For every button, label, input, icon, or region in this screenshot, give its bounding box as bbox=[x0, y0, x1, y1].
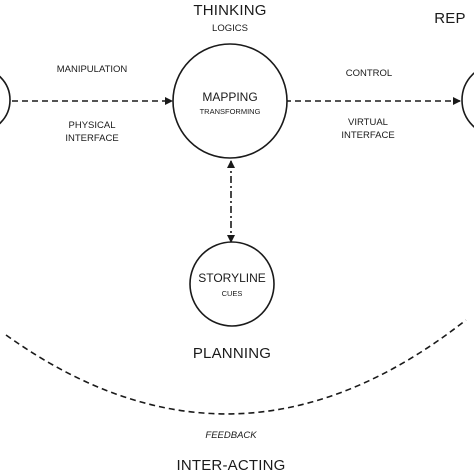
control-label: CONTROL bbox=[346, 68, 392, 79]
virtual-label: VIRTUAL bbox=[348, 117, 388, 128]
mapping-subtitle: TRANSFORMING bbox=[200, 107, 261, 116]
inter-acting-label: INTER-ACTING bbox=[176, 457, 285, 474]
storyline-subtitle: CUES bbox=[222, 289, 243, 298]
thinking-label: THINKING bbox=[193, 2, 266, 19]
manipulation-label: MANIPULATION bbox=[57, 64, 128, 75]
right-node bbox=[461, 72, 474, 128]
mapping-title: MAPPING bbox=[202, 90, 257, 104]
virtual-interface-label: INTERFACE bbox=[341, 130, 394, 141]
feedback-arc bbox=[5, 319, 467, 415]
physical-interface-label: INTERFACE bbox=[65, 133, 118, 144]
storyline-title: STORYLINE bbox=[198, 271, 266, 285]
planning-label: PLANNING bbox=[193, 345, 271, 362]
logics-label: LOGICS bbox=[212, 23, 248, 34]
physical-label: PHYSICAL bbox=[69, 120, 116, 131]
feedback-label: FEEDBACK bbox=[205, 430, 257, 441]
rep-label: REP bbox=[434, 10, 465, 27]
mapping-node bbox=[172, 43, 288, 159]
storyline-node bbox=[189, 241, 275, 327]
left-node bbox=[0, 75, 11, 125]
